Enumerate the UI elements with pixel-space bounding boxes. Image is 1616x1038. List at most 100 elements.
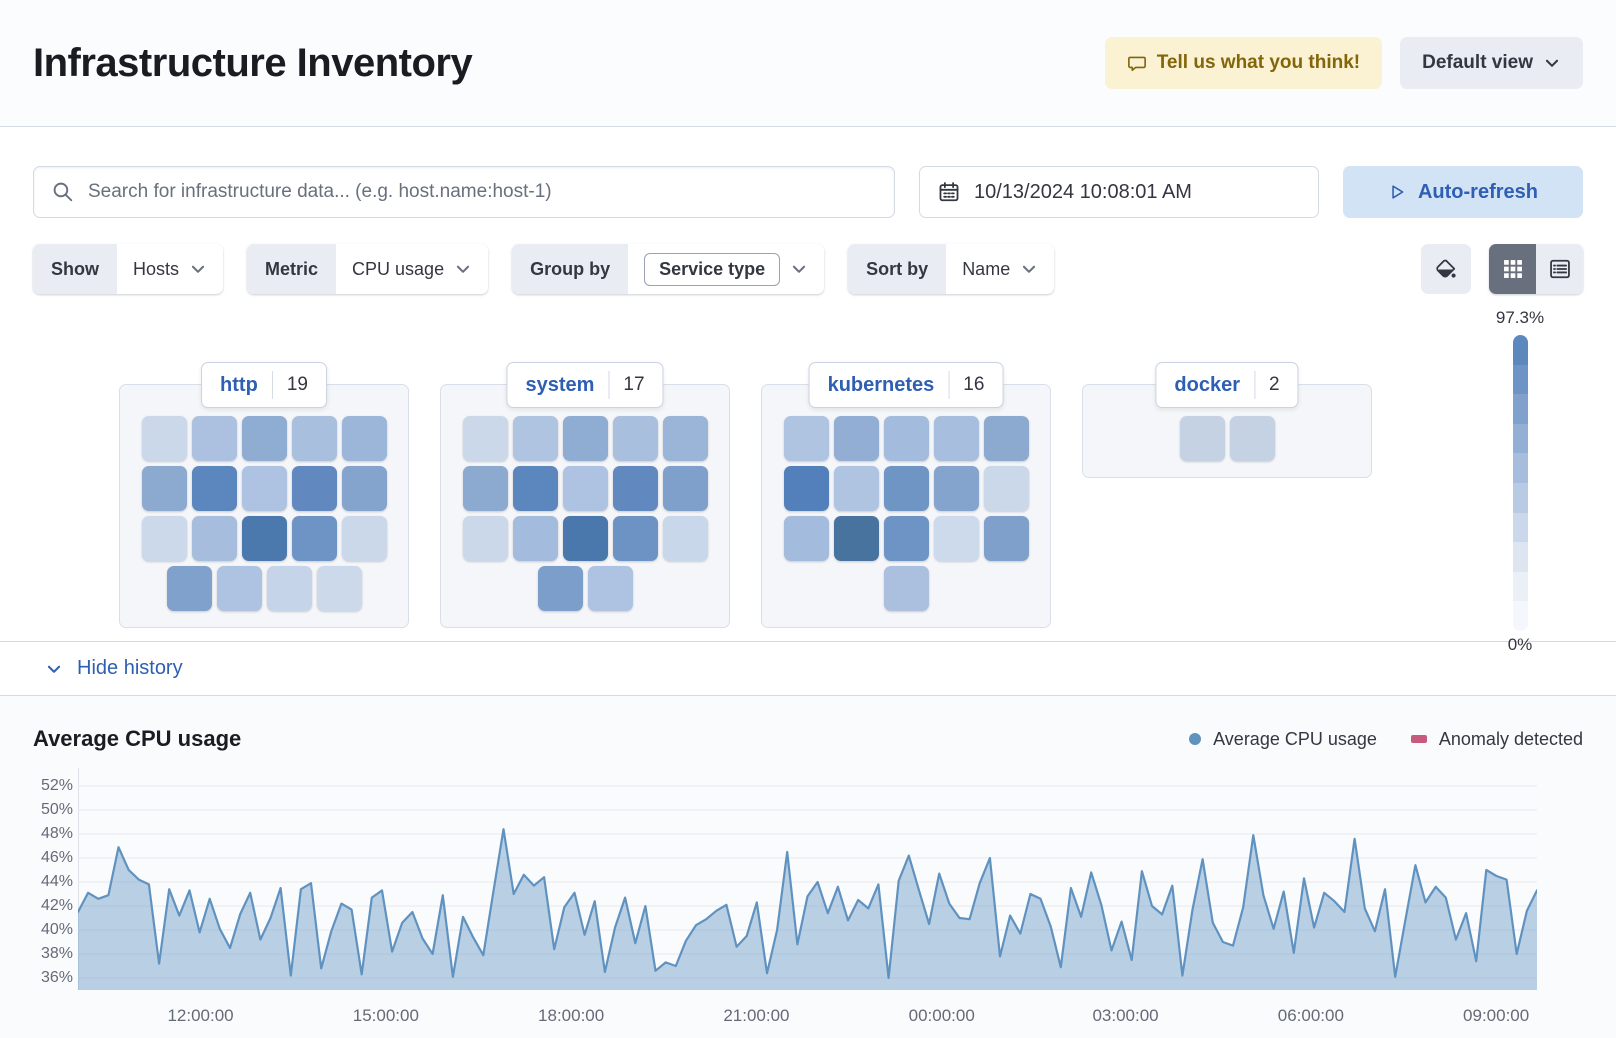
host-square[interactable] (537, 566, 583, 612)
host-square[interactable] (833, 416, 879, 462)
host-square[interactable] (462, 516, 508, 562)
group-name-link[interactable]: kubernetes (827, 373, 935, 396)
host-square[interactable] (983, 416, 1029, 462)
host-square[interactable] (983, 466, 1029, 512)
group-by-filter-dropdown[interactable]: Service type (628, 244, 824, 294)
color-palette-button[interactable] (1421, 244, 1471, 295)
grid-view-toggle[interactable] (1489, 244, 1536, 295)
x-axis-tick-label: 09:00:00 (1463, 1006, 1530, 1025)
host-square[interactable] (562, 416, 608, 462)
x-axis-tick-label: 18:00:00 (538, 1006, 605, 1025)
host-square[interactable] (883, 416, 929, 462)
host-square[interactable] (291, 516, 337, 562)
page-header: Infrastructure Inventory Tell us what yo… (0, 0, 1616, 128)
sort-by-filter-dropdown[interactable]: Name (946, 244, 1054, 294)
host-square[interactable] (291, 416, 337, 462)
table-view-toggle[interactable] (1536, 244, 1583, 295)
grid-view-icon (1503, 260, 1522, 279)
host-square[interactable] (341, 416, 387, 462)
show-filter-group: Show Hosts (33, 244, 224, 295)
host-square[interactable] (341, 466, 387, 512)
host-square[interactable] (612, 466, 658, 512)
color-scale-legend: 97.3% 0% (1490, 308, 1550, 655)
host-square[interactable] (612, 416, 658, 462)
auto-refresh-button[interactable]: Auto-refresh (1343, 166, 1583, 219)
host-square[interactable] (783, 516, 829, 562)
host-square[interactable] (191, 416, 237, 462)
host-square[interactable] (933, 466, 979, 512)
host-square[interactable] (341, 516, 387, 562)
host-square[interactable] (191, 516, 237, 562)
hide-history-toggle[interactable]: Hide history (45, 657, 183, 680)
group-by-filter-value[interactable]: Service type (644, 252, 781, 286)
host-square[interactable] (512, 466, 558, 512)
host-square[interactable] (833, 516, 879, 562)
host-square[interactable] (783, 466, 829, 512)
host-square[interactable] (241, 516, 287, 562)
legend-item[interactable]: Average CPU usage (1189, 729, 1377, 750)
group-by-filter-label: Group by (512, 244, 629, 295)
host-square[interactable] (933, 516, 979, 562)
show-filter-dropdown[interactable]: Hosts (117, 244, 223, 294)
host-square[interactable] (983, 516, 1029, 562)
host-square[interactable] (662, 516, 708, 562)
host-square[interactable] (612, 516, 658, 562)
y-axis-tick-label: 50% (40, 801, 73, 818)
waffle-row (462, 416, 708, 462)
host-square[interactable] (562, 516, 608, 562)
host-square[interactable] (662, 416, 708, 462)
host-square[interactable] (883, 516, 929, 562)
host-square[interactable] (191, 466, 237, 512)
host-square[interactable] (266, 566, 312, 612)
host-square[interactable] (883, 466, 929, 512)
host-square[interactable] (783, 416, 829, 462)
host-square[interactable] (141, 416, 187, 462)
query-toolbar: 10/13/2024 10:08:01 AM Auto-refresh (0, 166, 1616, 219)
host-square[interactable] (462, 416, 508, 462)
metric-filter-label: Metric (247, 244, 337, 295)
host-square[interactable] (1229, 416, 1275, 462)
host-square[interactable] (241, 466, 287, 512)
group-name-link[interactable]: docker (1174, 373, 1241, 396)
host-square[interactable] (141, 466, 187, 512)
host-square[interactable] (462, 466, 508, 512)
legend-dot-icon (1189, 733, 1202, 745)
host-square[interactable] (512, 516, 558, 562)
group-name-link[interactable]: http (220, 373, 258, 396)
default-view-button[interactable]: Default view (1400, 37, 1583, 90)
feedback-button[interactable]: Tell us what you think! (1104, 37, 1383, 90)
host-square[interactable] (662, 466, 708, 512)
search-input[interactable] (88, 181, 876, 204)
host-square[interactable] (512, 416, 558, 462)
host-square[interactable] (141, 516, 187, 562)
date-picker-button[interactable]: 10/13/2024 10:08:01 AM (919, 166, 1319, 219)
host-square[interactable] (833, 466, 879, 512)
host-square[interactable] (562, 466, 608, 512)
chevron-down-icon (793, 265, 806, 273)
host-square[interactable] (933, 416, 979, 462)
x-axis-tick-label: 15:00:00 (352, 1006, 419, 1025)
host-square[interactable] (1179, 416, 1225, 462)
host-square[interactable] (316, 566, 362, 612)
legend-item[interactable]: Anomaly detected (1410, 729, 1583, 750)
calendar-icon (939, 182, 959, 202)
host-square[interactable] (587, 566, 633, 612)
host-square[interactable] (883, 566, 929, 612)
waffle-row (462, 516, 708, 562)
metric-filter-value: CPU usage (352, 258, 445, 279)
host-square[interactable] (291, 466, 337, 512)
host-square[interactable] (166, 566, 212, 612)
host-square[interactable] (216, 566, 262, 612)
search-input-wrapper (33, 166, 895, 219)
host-square[interactable] (241, 416, 287, 462)
metric-filter-dropdown[interactable]: CPU usage (336, 244, 488, 294)
group-name-link[interactable]: system (525, 373, 595, 396)
waffle-row (537, 566, 633, 612)
